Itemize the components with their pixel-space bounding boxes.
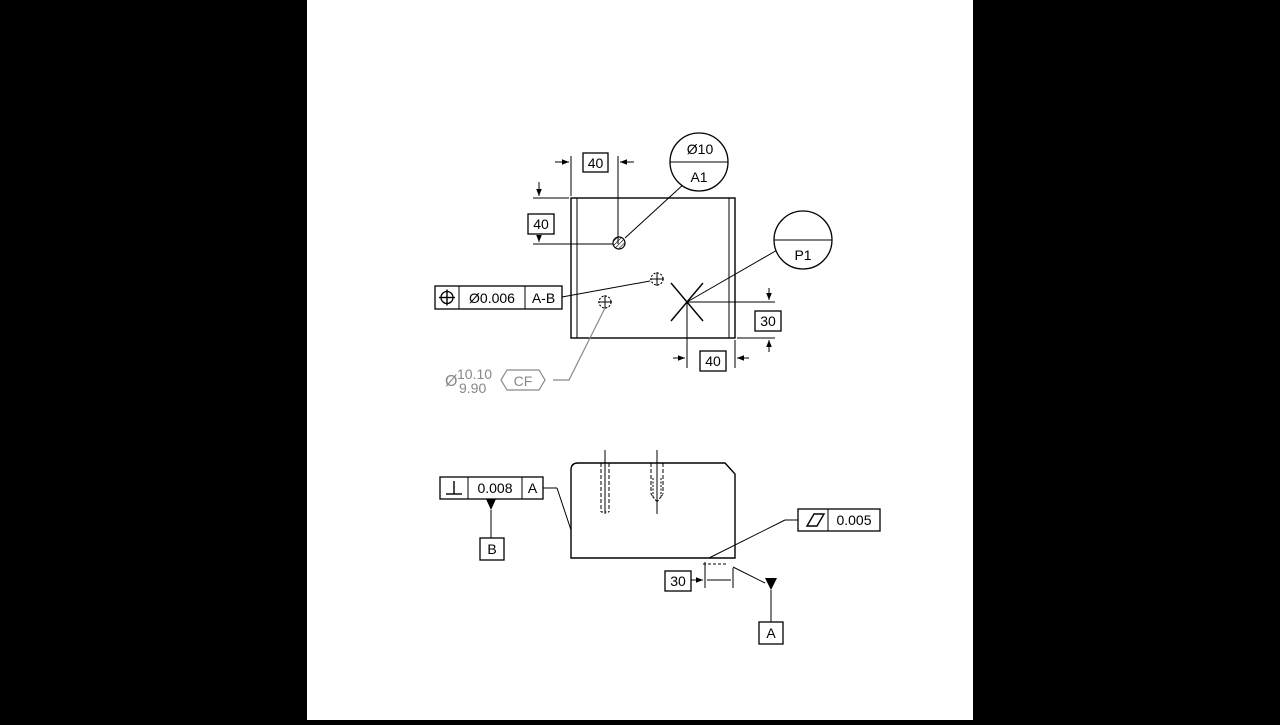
datum-a: 30 A (664, 562, 784, 645)
fcf-flatness-tolerance: 0.005 (836, 512, 871, 528)
dim-point-y-value: 30 (760, 313, 776, 329)
drawing-sheet: 40 40 Ø10 (307, 0, 973, 720)
fcf-flatness: 0.005 (708, 508, 881, 559)
hole-callout: CF Ø 10.10 9.90 (445, 307, 606, 396)
dimension-hole-x: 40 (555, 152, 634, 244)
front-view-outline (570, 462, 736, 559)
fcf-position: Ø0.006 A-B (434, 280, 651, 310)
perpendicularity-icon (446, 481, 462, 495)
hole-callout-tag: CF (514, 373, 533, 389)
dim-point-x-value: 40 (705, 353, 721, 369)
target-hole-lower (598, 295, 612, 309)
hole-callout-diameter-symbol: Ø (445, 373, 457, 390)
fcf-position-tolerance: Ø0.006 (469, 290, 515, 306)
dim-hole-x-value: 40 (588, 155, 604, 171)
balloon-a1-top-text: Ø10 (687, 141, 714, 157)
balloon-a1: Ø10 A1 (624, 132, 729, 239)
hidden-hole-right (650, 450, 664, 514)
top-view: 40 40 Ø10 (434, 132, 833, 396)
datum-b-label: B (487, 541, 496, 557)
position-icon (439, 289, 455, 306)
fcf-perp-datum: A (528, 480, 538, 496)
fcf-perpendicularity: 0.008 A (439, 476, 572, 531)
dim-hole-y-value: 40 (533, 216, 549, 232)
hatched-hole (612, 236, 626, 250)
flatness-icon (805, 513, 826, 527)
dim-datum-a-value: 30 (670, 573, 686, 589)
target-hole-upper (650, 272, 664, 286)
dimension-point-y: 30 (687, 288, 782, 352)
front-view: 0.008 A B (439, 450, 881, 645)
top-view-outline (570, 197, 736, 339)
balloon-p1-bottom-text: P1 (794, 247, 811, 263)
hole-callout-lower: 9.90 (459, 380, 486, 396)
balloon-a1-bottom-text: A1 (690, 169, 707, 185)
dimension-hole-y: 40 (527, 182, 613, 245)
datum-b: B (479, 499, 505, 561)
fcf-perp-tolerance: 0.008 (477, 480, 512, 496)
dimension-point-x: 40 (673, 302, 749, 372)
cf-tag-outline (500, 369, 546, 391)
gdt-drawing: 40 40 Ø10 (434, 132, 881, 645)
balloon-p1: P1 (686, 210, 833, 303)
datum-a-label: A (766, 625, 776, 641)
hole-callout-upper: 10.10 (457, 366, 492, 382)
hidden-hole-left (600, 450, 610, 514)
fcf-position-datum: A-B (532, 290, 555, 306)
